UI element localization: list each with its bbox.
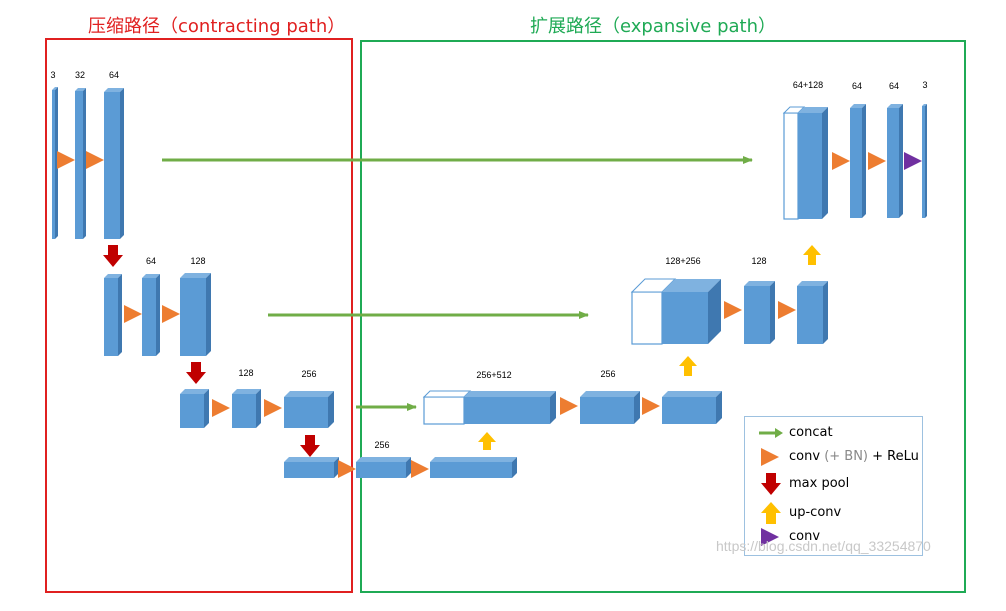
block-e3-concat [422, 390, 556, 425]
max-pool-arrow-icon [761, 473, 781, 495]
label-e2-concat: 128+256 [665, 256, 701, 266]
conv-arrow-b2 [411, 460, 429, 478]
block-e2-concat [630, 278, 721, 345]
maxpool-arrow-c1 [103, 245, 123, 267]
legend-bn-text: (+ BN) [824, 449, 868, 464]
conv-arrow-e1-1 [832, 152, 850, 170]
conv-arrow-e2-1 [724, 301, 742, 319]
conv-arrow-c1-1 [57, 151, 75, 169]
conv-arrow-e3-1 [560, 397, 578, 415]
legend-conv-label: conv [789, 529, 821, 544]
block-e1-concat [782, 106, 828, 220]
maxpool-arrow-c2 [186, 362, 206, 384]
block-e1-64a [850, 104, 866, 218]
expansive-path-label: 扩展路径（expansive path） [530, 16, 777, 37]
block-e2-128 [744, 281, 775, 344]
conv-arrow-icon [761, 528, 779, 546]
label-e2-out: 128 [751, 256, 767, 266]
legend-item-up-conv: up-conv [745, 501, 924, 525]
conv-arrow-c2-1 [124, 305, 142, 323]
label-e1-out: 3 [922, 80, 928, 90]
label-e1-a: 64 [851, 81, 863, 91]
block-c2-64 [142, 274, 160, 356]
legend-concat-label: concat [789, 425, 833, 440]
block-e3-256 [580, 391, 640, 424]
conv-arrow-e2-2 [778, 301, 796, 319]
legend-item-max-pool: max pool [745, 472, 924, 496]
legend-item-concat: concat [745, 421, 924, 445]
upconv-arrow-b [478, 432, 496, 450]
label-e1-concat: 64+128 [792, 80, 824, 90]
contracting-path-label: 压缩路径（contracting path） [88, 16, 346, 37]
legend-relu-text: + ReLu [872, 449, 919, 464]
legend-conv-text: conv [789, 449, 821, 464]
watermark: https://blog.csdn.net/qq_33254870 [716, 538, 931, 554]
block-c1-64 [104, 88, 124, 239]
block-c3-in [180, 389, 209, 428]
conv-bn-relu-arrow-icon [761, 448, 779, 466]
label-c2-b: 128 [190, 256, 206, 266]
legend-up-conv-label: up-conv [789, 505, 842, 520]
label-bottleneck: 256 [374, 440, 390, 450]
final-conv-arrow [904, 152, 922, 170]
conv-arrow-c3-1 [212, 399, 230, 417]
label-c1-a: 32 [74, 70, 86, 80]
label-c2-a: 64 [145, 256, 157, 266]
block-e1-output [922, 104, 927, 218]
concat-arrow-icon [759, 428, 783, 438]
up-conv-arrow-icon [761, 502, 781, 524]
block-c3-128 [232, 389, 261, 428]
legend-max-pool-label: max pool [789, 476, 850, 491]
upconv-arrow-e2 [803, 245, 821, 265]
label-e1-b: 64 [888, 81, 900, 91]
block-bottom-in [284, 457, 339, 478]
label-c3-a: 128 [238, 368, 254, 378]
block-c3-256 [284, 391, 334, 428]
upconv-arrow-e3 [679, 356, 697, 376]
conv-arrow-e3-2 [642, 397, 660, 415]
conv-arrow-b1 [338, 460, 356, 478]
label-c1-in: 3 [50, 70, 56, 80]
block-e3-out [662, 391, 722, 424]
legend-conv-bn-relu-label: conv (+ BN) + ReLu [789, 449, 919, 464]
block-c1-32 [75, 88, 86, 239]
legend-item-conv: conv [745, 525, 924, 549]
block-c2-in [104, 274, 122, 356]
conv-arrow-c2-2 [162, 305, 180, 323]
conv-arrow-c1-2 [86, 151, 104, 169]
label-e3-out: 256 [600, 369, 616, 379]
legend-item-conv-bn-relu: conv (+ BN) + ReLu [745, 445, 924, 469]
conv-arrow-c3-2 [264, 399, 282, 417]
block-c1-input [52, 87, 58, 239]
block-bottom-256 [356, 457, 411, 478]
block-e1-64b [887, 104, 903, 218]
block-e2-out [797, 281, 828, 344]
label-e3-concat: 256+512 [476, 370, 512, 380]
block-c2-128 [180, 273, 211, 356]
block-bottom-out [430, 457, 517, 478]
maxpool-arrow-c3 [300, 435, 320, 457]
legend: concat conv (+ BN) + ReLu max pool up-co… [744, 416, 923, 556]
label-c3-b: 256 [301, 369, 317, 379]
conv-arrow-e1-2 [868, 152, 886, 170]
label-c1-b: 64 [108, 70, 120, 80]
